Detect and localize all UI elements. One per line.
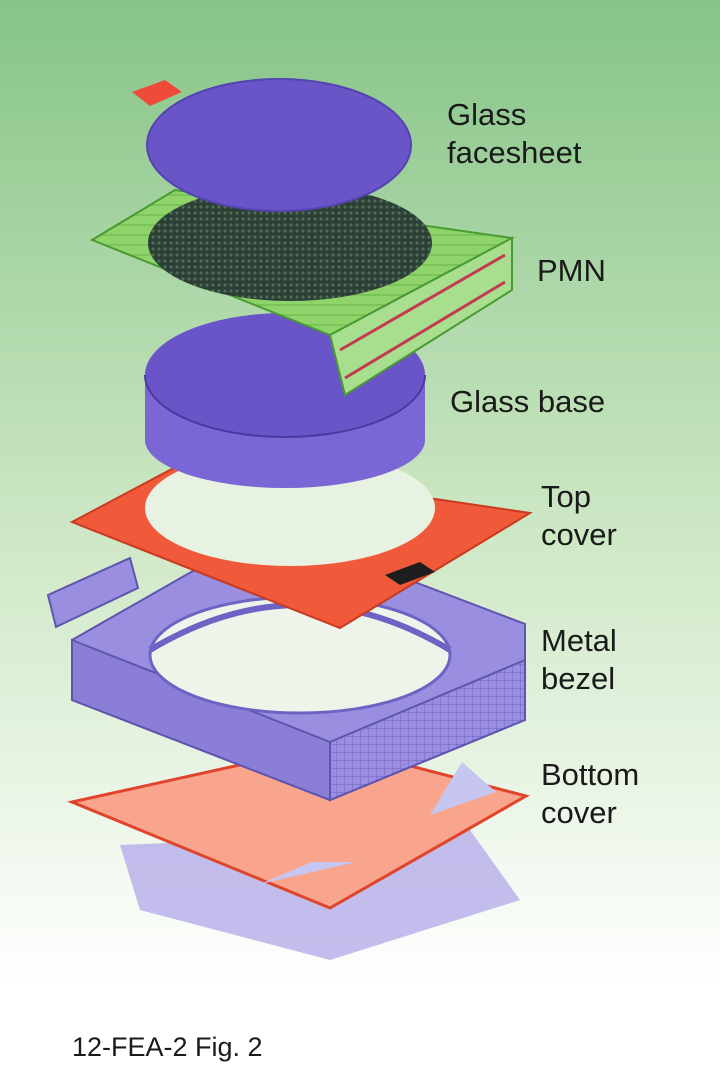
glass-facesheet-part — [132, 78, 412, 212]
exploded-view-illustration — [0, 0, 720, 985]
label-bottom-cover: Bottom cover — [541, 757, 640, 830]
metal-bezel-part — [46, 525, 526, 802]
label-glass-base: Glass base — [450, 384, 606, 419]
label-glass-facesheet: Glass facesheet — [447, 97, 582, 170]
label-metal-bezel: Metal bezel — [541, 623, 617, 696]
connector-tab — [385, 562, 435, 585]
bottom-cover-cutout — [430, 762, 496, 815]
facesheet-tab — [132, 80, 182, 106]
bottom-cover-cutout — [260, 862, 356, 884]
pmn-part — [89, 185, 516, 397]
pmn-actuator-array — [148, 185, 432, 301]
label-pmn: PMN — [537, 253, 606, 288]
figure-caption: 12-FEA-2 Fig. 2 — [72, 1032, 263, 1062]
label-top-cover: Top cover — [541, 479, 617, 552]
bezel-side-plate — [46, 556, 140, 629]
